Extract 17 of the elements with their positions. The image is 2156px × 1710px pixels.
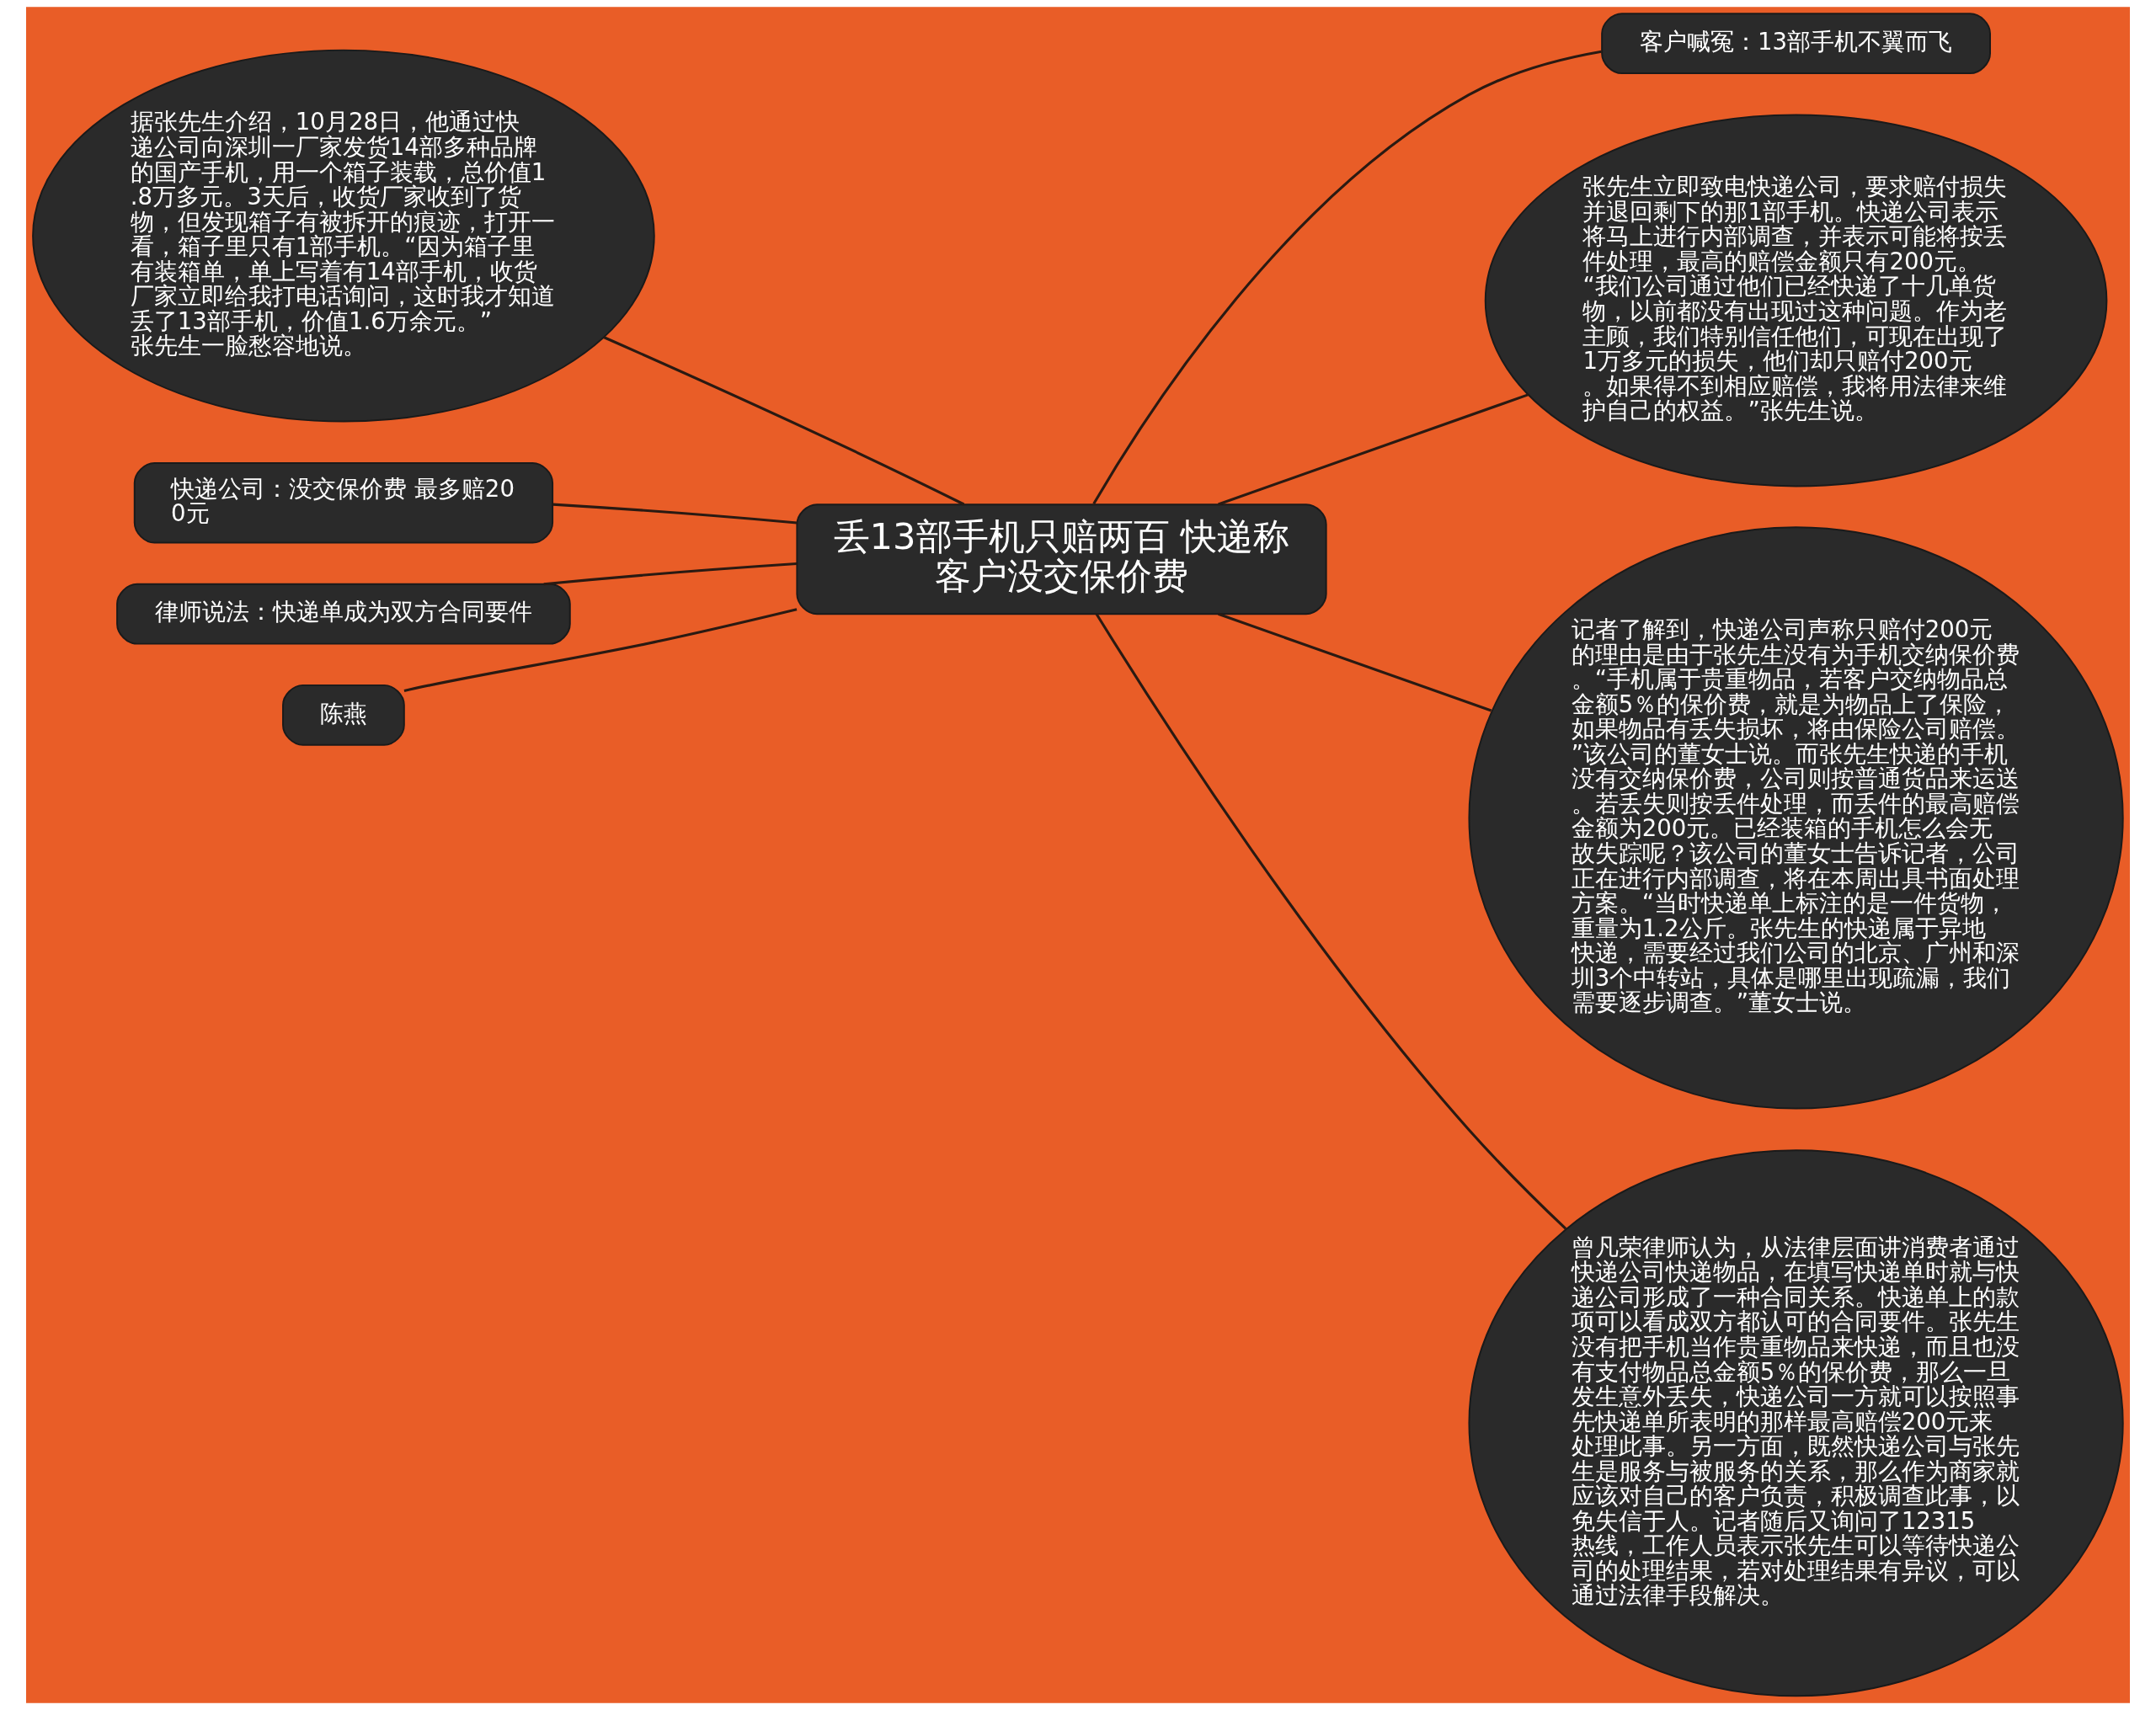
connector (403, 608, 798, 692)
node-box: 客户喊冤：13部手机不翼而飞 (1601, 13, 1991, 75)
connector (1092, 50, 1602, 505)
connector (1218, 612, 1492, 712)
node-ellipse: 张先生立即致电快递公司，要求赔付损失并退回剩下的那1部手机。快递公司表示将马上进行内部调查，并表示可能将按丢件处理，最高的赔偿金额只有200元。“我们公司通过他们已经快递了十几单货物，以前都没有出现过这种问题。作为老主顾，我们特别信任他们，可现在出现了1万多元的损失，他们却只赔付200元。如果得不到相应赔偿，我将用法律来维护自己的权益。”张先生说。 (1484, 114, 2108, 487)
node-ellipse: 据张先生介绍，10月28日，他通过快递公司向深圳一厂家发货14部多种品牌的国产手机，用一个箱子装载，总价值1.8万多元。3天后，收货厂家收到了货物，但发现箱子有被拆开的痕迹，打开一看，箱子里只有1部手机。“因为箱子里有装箱单，单上写着有14部手机，收货厂家立即给我打电话询问，这时我才知道丢了13部手机，价值1.6万余元。”张先生一脸愁容地说。 (32, 49, 655, 423)
node-box: 陈燕 (282, 684, 405, 746)
connector (543, 562, 798, 586)
node-box: 律师说法：快递单成为双方合同要件 (116, 583, 571, 645)
node-ellipse: 记者了解到，快递公司声称只赔付200元的理由是由于张先生没有为手机交纳保价费。“手机属于贵重物品，若客户交纳物品总金额5％的保价费，就是为物品上了保险，如果物品有丢失损坏，将由保险公司赔偿。”该公司的董女士说。而张先生快递的手机没有交纳保价费，公司则按普通货品来运送。若丢失则按丢件处理，而丢件的最高赔偿金额为200元。已经装箱的手机怎么会无故失踪呢？该公司的董女士告诉记者，公司正在进行内部调查，将在本周出具书面处理方案。“当时快递单上标注的是一件货物，重量为1.2公斤。张先生的快递属于异地快递，需要经过我们公司的北京、广州和深圳3个中转站，具体是哪里出现疏漏，我们需要逐步调查。”董女士说。 (1468, 526, 2124, 1110)
connector (603, 336, 965, 506)
node-box: 快递公司：没交保价费 最多赔200元 (133, 461, 554, 544)
node-box: 丢13部手机只赔两百 快递称客户没交保价费 (796, 503, 1327, 615)
node-ellipse: 曾凡荣律师认为，从法律层面讲消费者通过快递公司快递物品，在填写快递单时就与快递公司形成了一种合同关系。快递单上的款项可以看成双方都认可的合同要件。张先生没有把手机当作贵重物品来快递，而且也没有支付物品总金额5％的保价费，那么一旦发生意外丢失，快递公司一方就可以按照事先快递单所表明的那样最高赔偿200元来处理此事。另一方面，既然快递公司与张先生是服务与被服务的关系，那么作为商家就应该对自己的客户负责，积极调查此事，以免失信于人。记者随后又询问了12315热线，工作人员表示张先生可以等待快递公司的处理结果，若对处理结果有异议，可以通过法律手段解决。 (1468, 1149, 2124, 1697)
connector (552, 503, 798, 525)
connector (1095, 613, 1567, 1230)
connector (1218, 393, 1529, 506)
